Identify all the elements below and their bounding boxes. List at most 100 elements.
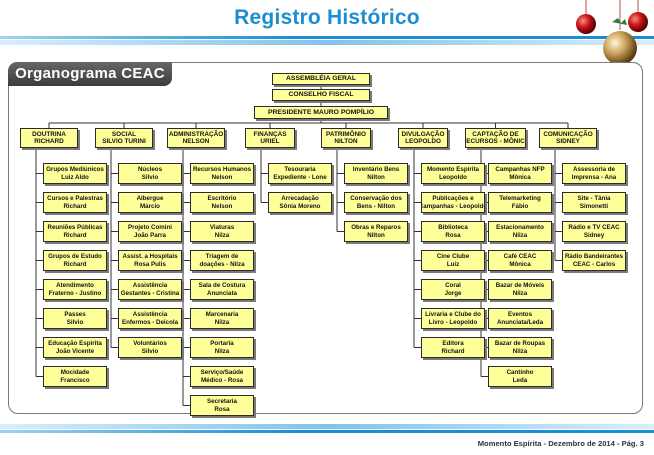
unit-box-2-7-line-1: Voluntários	[133, 340, 167, 348]
unit-box-2-1-line-2: Silvio	[141, 173, 159, 181]
unit-box-7-3-line-2: Nilza	[512, 231, 528, 239]
unit-box-6-7-line-2: Richard	[441, 347, 465, 355]
conselho-fiscal-box-line-1: CONSELHO FISCAL	[288, 91, 354, 99]
unit-box-2-2-line-1: Albergue	[136, 195, 164, 203]
unit-box-1-5-line-1: Atendimento	[56, 282, 94, 290]
unit-box-7-2-line-1: Telemarketing	[499, 195, 541, 203]
unit-box-1-6-line-1: Passes	[64, 311, 86, 319]
unit-box-6-3-line-2: Rosa	[445, 231, 461, 239]
unit-box-2-6-line-1: Assistência	[132, 311, 168, 319]
unit-box-7-5-line-2: Nilza	[512, 289, 528, 297]
unit-box-5-3-line-2: Nilton	[367, 231, 385, 239]
unit-box-7-4-line-1: Café CEAC	[503, 253, 537, 261]
unit-box-8-3-line-1: Rádio e TV CEAC	[568, 224, 620, 232]
unit-box-6-2-line-1: Publicações e	[432, 195, 474, 203]
unit-box-7-7-line-1: Bazar de Roupas	[494, 340, 546, 348]
unit-box-8-3-line-2: Sidney	[583, 231, 605, 239]
unit-box-2-4-line-1: Assist. a Hospitais	[122, 253, 178, 261]
footer-text: Momento Espírita - Dezembro de 2014 - Pá…	[477, 439, 644, 448]
unit-box-6-2-line-2: Campanhas - Leopoldo	[421, 202, 485, 210]
dept-box-4-line-1: FINANÇAS	[253, 130, 287, 138]
unit-box-6-5-line-1: Coral	[445, 282, 461, 290]
unit-box-2-7-line-2: Silvio	[141, 347, 159, 355]
unit-box-6-5-line-2: Jorge	[444, 289, 462, 297]
unit-box-1-4-line-2: Richard	[63, 260, 87, 268]
dept-box-6-line-2: LEOPOLDO	[405, 138, 441, 145]
unit-box-1-8-line-2: Francisco	[60, 376, 90, 384]
unit-box-3-1-line-2: Nelson	[211, 173, 233, 181]
page-title: Registro Histórico	[234, 6, 420, 29]
unit-box-6-4-line-2: Luiz	[446, 260, 460, 268]
unit-box-1-7-line-2: João Vicente	[55, 347, 95, 355]
unit-box-7-7-line-2: Nilza	[512, 347, 528, 355]
unit-box-2-1-line-1: Núcleos	[137, 166, 163, 174]
unit-box-6-6-line-2: Livro - Leopoldo	[428, 318, 478, 326]
assembleia-geral-box-line-1: ASSEMBLÉIA GERAL	[286, 75, 356, 83]
unit-box-3-6-line-1: Marcenaria	[205, 311, 239, 319]
unit-box-5-1-line-2: Nilton	[367, 173, 385, 181]
unit-box-3-9-line-1: Secretaria	[207, 398, 237, 406]
dept-box-4-line-2: URIEL	[260, 138, 280, 145]
unit-box-8-1-line-1: Assessoria de	[573, 166, 615, 174]
unit-box-4-1-line-1: Tesouraria	[284, 166, 316, 174]
unit-box-7-4-line-2: Mônica	[509, 260, 531, 268]
unit-box-3-5-line-1: Sala de Costura	[198, 282, 246, 290]
dept-box-2-line-2: SILVIO TURINI	[102, 138, 146, 145]
unit-box-3-8-line-1: Serviço/Saúde	[200, 369, 244, 377]
unit-box-7-2-line-2: Fábio	[511, 202, 529, 210]
presidente-box: PRESIDENTE MAURO POMPÍLIO	[254, 106, 388, 119]
unit-box-7-3-line-1: Estacionamento	[496, 224, 544, 232]
unit-box-1-3-line-1: Reuniões Públicas	[47, 224, 103, 232]
dept-box-1-line-1: DOUTRINA	[32, 130, 66, 138]
unit-box-2-2-line-2: Márcio	[140, 202, 160, 210]
unit-box-2-5-line-1: Assistência	[132, 282, 168, 290]
unit-box-8-2-line-1: Site - Tânia	[577, 195, 611, 203]
unit-box-1-5-line-2: Fraterno - Justino	[48, 289, 102, 297]
dept-box-2-line-1: SOCIAL	[111, 130, 137, 138]
unit-box-4-1-line-2: Expediente - Lone	[273, 173, 327, 181]
unit-box-3-4-line-1: Triagem de	[205, 253, 239, 261]
unit-box-1-8-line-1: Mocidade	[60, 369, 90, 377]
unit-box-3-2-line-2: Nelson	[211, 202, 233, 210]
header-stripe-light	[0, 40, 654, 45]
dept-box-1-line-2: RICHARD	[34, 138, 64, 145]
unit-box-3-5-line-2: Anunciata	[207, 289, 237, 297]
unit-box-8-4-line-1: Rádio Bandeirantes	[564, 253, 624, 261]
unit-box-2-3-line-1: Projeto Comini	[127, 224, 172, 232]
unit-box-5-2-line-1: Conservação dos	[350, 195, 402, 203]
unit-box-1-7-line-1: Educação Espírita	[48, 340, 102, 348]
unit-box-1-2-line-2: Richard	[63, 202, 87, 210]
